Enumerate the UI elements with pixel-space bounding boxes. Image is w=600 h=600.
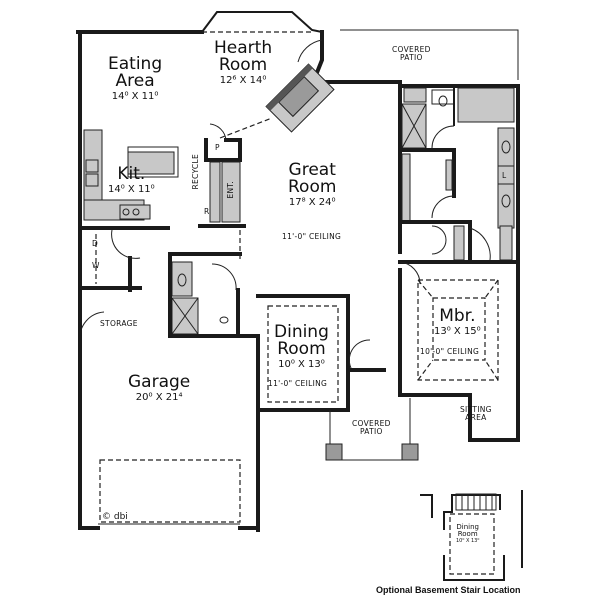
dining-room-label: Dining Room 10⁰ X 13⁰: [274, 322, 329, 370]
dryer-label: D: [92, 239, 99, 248]
hearth-room-label: Hearth Room 12⁶ X 14⁰: [214, 38, 273, 86]
refrigerator-label: R: [204, 207, 210, 216]
bedroom-north-east-wall: [398, 84, 520, 274]
sink-icon: [501, 140, 511, 154]
master-walls: [398, 268, 520, 442]
copyright-label: © dbi: [102, 512, 128, 522]
washer-label: W: [92, 261, 100, 270]
fireplace-icon: [265, 63, 335, 133]
great-room-label: Great Room 17⁸ X 24⁰: [288, 160, 337, 208]
sitting-area-label: SITTING AREA: [460, 405, 492, 422]
dining-room-ceiling: 11'-0" CEILING: [268, 379, 328, 388]
garage-label: Garage 20⁰ X 21⁴: [128, 372, 191, 403]
column-icon: [325, 443, 343, 461]
eating-area-label: Eating Area 14⁰ X 11⁰: [108, 54, 163, 102]
covered-patio-bottom-label: COVERED PATIO: [352, 419, 391, 436]
inset-dining-label: Dining Room 10⁰ X 13⁰: [456, 523, 480, 544]
recycle-label: RECYCLE: [190, 154, 200, 190]
door-swing: [297, 39, 323, 63]
pantry-label: P: [215, 143, 220, 152]
covered-patio-top-label: COVERED PATIO: [392, 45, 431, 62]
storage-label: STORAGE: [100, 319, 138, 328]
hearth-bay-window: [201, 11, 323, 33]
inset-plan: [420, 490, 523, 581]
sink-icon: [501, 194, 511, 208]
great-room-ceiling: 11'-0" CEILING: [282, 232, 342, 241]
toilet-icon: [438, 95, 448, 107]
bathtub-icon: [457, 87, 515, 123]
master-bedroom-ceiling: 10'-0" CEILING: [420, 347, 480, 356]
inset-caption: Optional Basement Stair Location: [376, 585, 521, 595]
linen-label: L: [502, 171, 507, 180]
master-bedroom-label: Mbr. 13⁰ X 15⁰: [434, 306, 481, 337]
column-icon: [401, 443, 419, 461]
kitchen-label: Kit. 14⁰ X 11⁰: [108, 164, 155, 195]
entry-label: ENT.: [226, 180, 236, 199]
